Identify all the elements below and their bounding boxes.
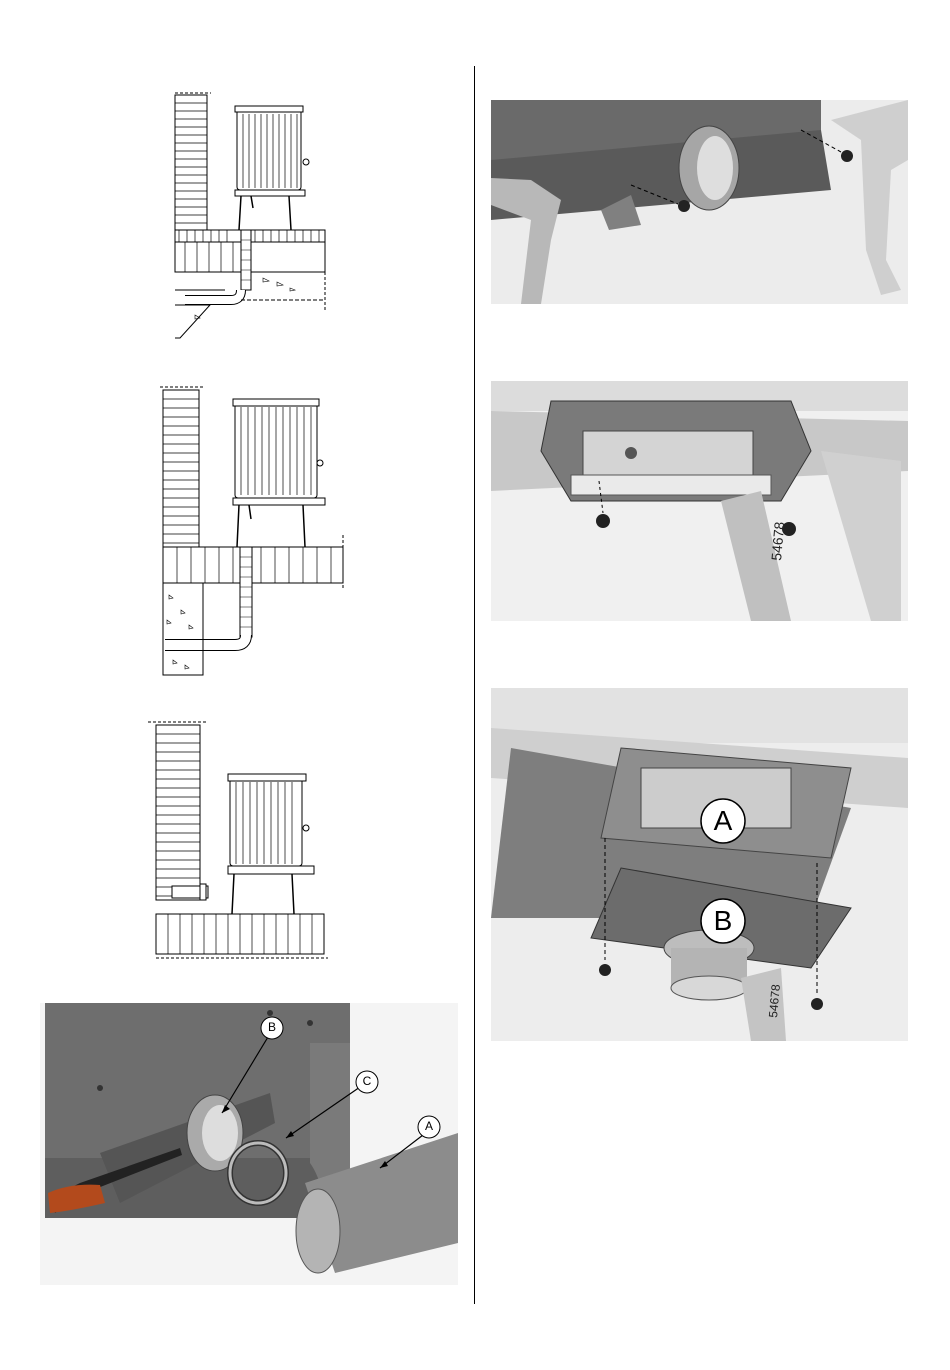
callout-b: B <box>261 1020 283 1034</box>
photo-remove-outlet-bolts <box>491 100 908 304</box>
photo-duct-clamp-connection: B C A <box>40 1003 458 1285</box>
callout-c: C <box>356 1074 378 1088</box>
diagram-rear-wall-outlet <box>148 720 333 960</box>
wall-bricks <box>175 95 207 235</box>
part-number-label-2: 54678 <box>766 983 783 1018</box>
photo-fit-bottom-outlet: 54678 A B <box>491 688 908 1041</box>
diagram-floor-duct-crawlspace <box>165 90 340 345</box>
callout-a: A <box>418 1119 440 1133</box>
diagram-floor-duct-wall-outlet <box>155 385 355 680</box>
photo-underside-outlet-bolts: 54678 <box>491 381 908 621</box>
callout-b-large: B <box>703 903 743 939</box>
callout-a-large: A <box>703 803 743 839</box>
stove-body <box>235 106 303 190</box>
column-divider <box>474 66 475 1304</box>
part-number-label: 54678 <box>768 521 787 561</box>
